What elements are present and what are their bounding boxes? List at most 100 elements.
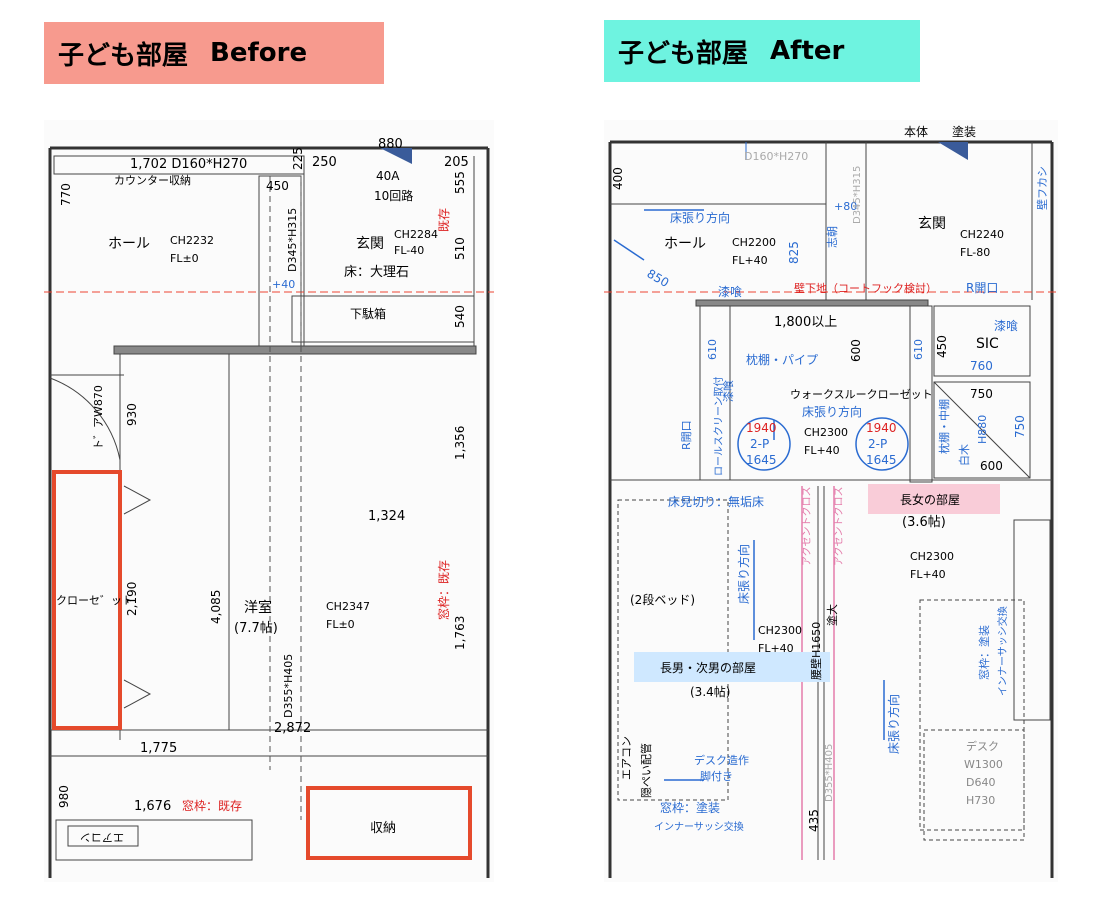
after-dim-760: 760 <box>970 359 993 373</box>
after-dim-600a: 600 <box>849 339 863 362</box>
after-room2-fl: FL+40 <box>758 642 794 655</box>
before-youshitsu-size: (7.7帖) <box>234 621 278 636</box>
after-wic-ch: CH2300 <box>804 426 848 439</box>
after-title-jp: 子ども部屋 <box>618 38 749 69</box>
before-floor-plan: 1,702 D160*H270 225 250 880 205 カウンター収納 … <box>44 120 494 882</box>
after-hontai: 本体 <box>904 125 928 139</box>
before-window-kizon: 窓枠：既存 <box>436 560 451 620</box>
after-sons-size: (3.4帖) <box>690 684 730 699</box>
before-dim-250: 250 <box>312 155 337 170</box>
after-dim-825: 825 <box>787 241 801 264</box>
before-genkan: 玄関 <box>356 235 384 252</box>
after-kabe-fukashi: 壁フカシ <box>1035 166 1049 210</box>
before-window-kizon2: 窓枠：既存 <box>182 798 242 813</box>
after-h880: H880 <box>976 415 989 444</box>
storage-highlight <box>306 786 472 860</box>
before-room-fl: FL±0 <box>326 618 355 631</box>
after-floor-dir2: 床張り方向 <box>802 404 862 419</box>
before-dim-225: 225 <box>291 147 305 170</box>
after-r-kaikou2: R開口 <box>680 420 693 450</box>
after-sic: SIC <box>976 336 999 352</box>
before-counter-storage: カウンター収納 <box>114 174 191 187</box>
after-desk: デスク <box>966 739 999 753</box>
before-dim-1356: 1,356 <box>453 426 467 460</box>
after-shikkui1: 漆喰 <box>718 284 742 299</box>
before-circuits: 10回路 <box>374 188 413 203</box>
after-kakushi: 隠ぺい配管 <box>639 743 653 798</box>
after-dim-450: 450 <box>935 335 949 358</box>
after-genkan-ch: CH2240 <box>960 228 1004 241</box>
before-dim-1676: 1,676 <box>134 799 171 814</box>
after-wic-fl: FL+40 <box>804 444 840 457</box>
closet-highlight <box>52 470 122 730</box>
after-makura-chuudana: 枕棚・中棚 <box>937 399 951 454</box>
after-accent2: アクセントクロス <box>833 487 845 567</box>
after-num-1940b: 1940 <box>866 421 897 435</box>
after-aircon: エアコン <box>620 736 633 780</box>
before-dim-1763: 1,763 <box>453 616 467 650</box>
after-floor-dir4: 床張り方向 <box>886 694 901 754</box>
before-youshitsu: 洋室 <box>244 599 272 616</box>
after-desk-zousaku: デスク造作 <box>694 753 749 767</box>
after-dim-610a: 610 <box>706 339 719 360</box>
after-genkan: 玄関 <box>918 215 946 232</box>
before-genkan-ch: CH2284 <box>394 228 438 241</box>
after-ashi: 脚付き <box>700 769 733 783</box>
before-dim-1324: 1,324 <box>368 509 405 524</box>
after-num-1645a: 1645 <box>746 453 777 467</box>
after-w1300: W1300 <box>964 758 1003 771</box>
before-shoe-box: 下駄箱 <box>350 306 386 321</box>
before-breaker: 40A <box>376 169 400 183</box>
before-dim-2872: 2,872 <box>274 721 311 736</box>
after-dim-600b: 600 <box>980 459 1003 473</box>
before-room-ch: CH2347 <box>326 600 370 613</box>
before-dim-980: 980 <box>57 785 71 808</box>
after-hall-ch: CH2200 <box>732 236 776 249</box>
before-dim-4085: 4,085 <box>209 590 223 624</box>
before-hall: ホール <box>108 236 150 252</box>
after-tosou2: 塗大 <box>825 604 839 626</box>
after-floor-plan: 本体 塗装 D160*H270 400 壁フカシ 床張り方向 ホール CH220… <box>604 120 1058 882</box>
before-dim-1702: 1,702 D160*H270 <box>130 157 247 172</box>
after-yuka-mikiri: 床見切り：無垢床 <box>668 494 764 509</box>
after-eldest-daughter: 長女の部屋 <box>900 492 960 507</box>
before-dim-540: 540 <box>453 305 467 328</box>
before-title-jp: 子ども部屋 <box>58 40 189 71</box>
after-num-2p-a: 2-P <box>750 437 769 451</box>
after-hall-fl: FL+40 <box>732 254 768 267</box>
before-closet: クローセ゛ット <box>56 594 133 607</box>
after-d160: D160*H270 <box>744 150 808 163</box>
after-roll-screen: ロールスクリーン取付 <box>712 377 725 477</box>
before-dim-930: 930 <box>125 403 139 426</box>
after-sons-room: 長男・次男の部屋 <box>660 660 756 675</box>
after-daughter-fl: FL+40 <box>910 568 946 581</box>
after-dim-750a: 750 <box>970 387 993 401</box>
before-dim-205: 205 <box>444 155 469 170</box>
before-dim-2190: 2,190 <box>125 582 139 616</box>
after-daughter-size: (3.6帖) <box>902 515 946 530</box>
before-d345: D345*H315 <box>286 208 299 272</box>
before-dim-450: 450 <box>266 179 289 193</box>
after-hall: ホール <box>664 236 706 252</box>
after-num-1940a: 1940 <box>746 421 777 435</box>
after-h730: H730 <box>966 794 995 807</box>
after-koshikabe: 腰壁H1650 <box>809 622 823 680</box>
before-genkan-fl: FL-40 <box>394 244 424 257</box>
before-dim-880: 880 <box>378 137 403 152</box>
after-dim-750b: 750 <box>1013 415 1027 438</box>
before-door-w: ト゛アW870 <box>92 385 105 450</box>
after-num-1645b: 1645 <box>866 453 897 467</box>
before-hall-ch: CH2232 <box>170 234 214 247</box>
after-room2-ch: CH2300 <box>758 624 802 637</box>
after-d345: D345*H315 <box>852 166 863 224</box>
after-tosou: 塗装 <box>952 124 976 139</box>
after-shikkui3: 漆喰 <box>721 380 735 402</box>
after-kabe-shitaji: 壁下地（コートフック検討） <box>794 281 937 295</box>
after-dim-610b: 610 <box>912 339 925 360</box>
after-r-kaikou: R開口 <box>966 281 998 295</box>
sons-room-box <box>634 652 830 682</box>
after-d355: D355*H405 <box>824 744 835 802</box>
after-floor-dir3: 床張り方向 <box>736 544 751 604</box>
after-window-tosou2: 窓枠：塗装 <box>660 800 720 815</box>
